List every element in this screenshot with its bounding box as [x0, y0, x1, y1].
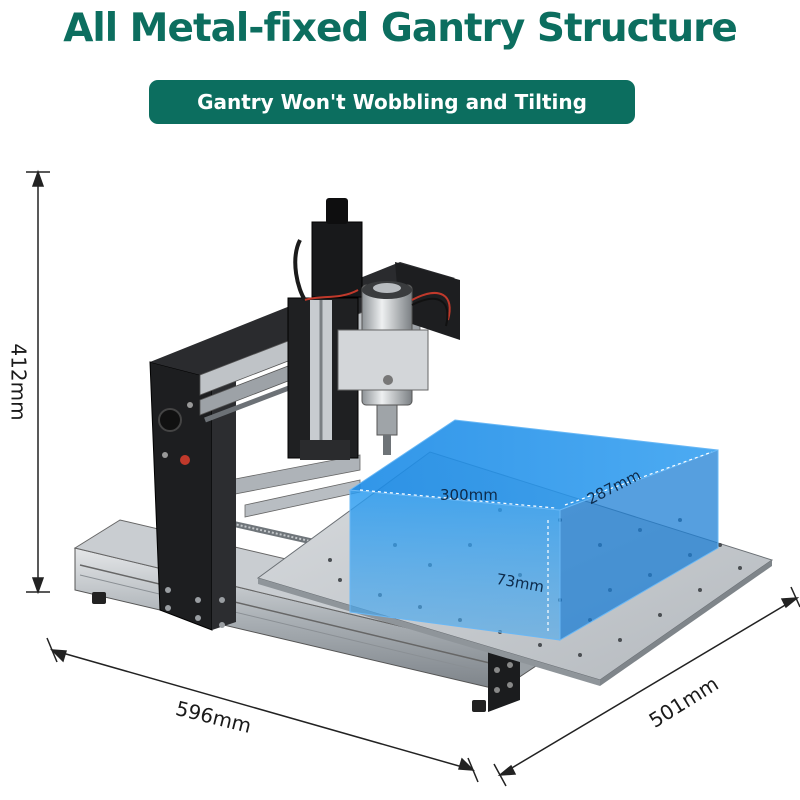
work-area-volume [348, 419, 719, 641]
headline: All Metal-fixed Gantry Structure [63, 6, 738, 51]
gantry-left-upright [149, 361, 236, 631]
height-dimension-label: 412mm [6, 343, 31, 421]
width-dimension-line [46, 637, 479, 783]
z-axis-carriage [287, 198, 363, 460]
spindle-motor [337, 281, 451, 455]
subheadline-banner: Gantry Won't Wobbling and Tilting [149, 80, 635, 124]
subheadline-text: Gantry Won't Wobbling and Tilting [197, 90, 587, 114]
height-dimension-line [26, 169, 50, 595]
depth-dimension-line [493, 586, 800, 787]
work-area-x-label: 300mm [440, 486, 498, 504]
